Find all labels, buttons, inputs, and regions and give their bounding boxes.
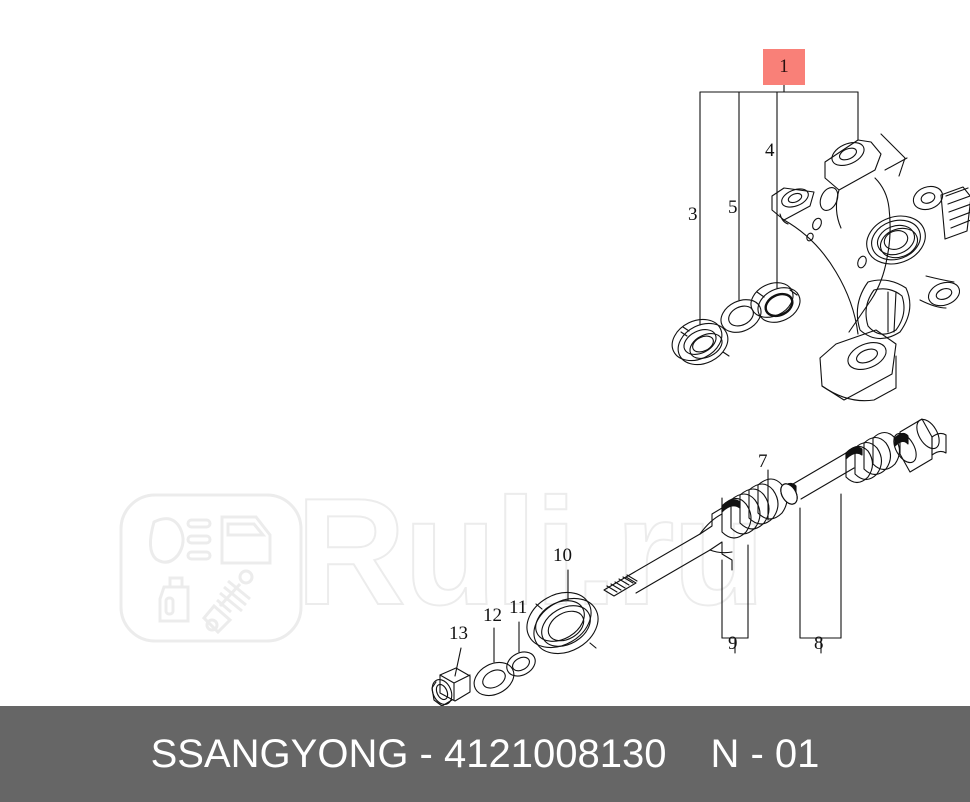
callout-bracket-9	[721, 544, 749, 654]
callout-label-1-highlighted[interactable]: 1	[763, 49, 805, 85]
part-10-oil-seal-large	[526, 591, 599, 655]
part-13-hub-nut	[431, 667, 471, 707]
callout-bracket-1	[699, 83, 859, 326]
footer-bar: SSANGYONG - 4121008130 N - 01	[0, 706, 970, 802]
footer-brand-part-number: SSANGYONG - 4121008130	[150, 731, 667, 776]
inner-cv-boot-9	[721, 478, 798, 539]
callout-leader-13	[454, 647, 462, 677]
part-4-oil-seal	[750, 282, 801, 323]
footer-sheet-code: N - 01	[710, 731, 820, 776]
callout-label-9[interactable]: 9	[728, 633, 738, 654]
part-12-washer-large	[473, 661, 515, 697]
part-7-drive-shaft	[603, 418, 947, 597]
callout-label-4[interactable]: 4	[765, 140, 775, 161]
footer-content: SSANGYONG - 4121008130 N - 01	[0, 706, 970, 802]
callout-label-7[interactable]: 7	[758, 451, 768, 472]
outer-cv-boot-8	[845, 418, 947, 484]
part-3-wheel-bearing	[671, 318, 730, 366]
callout-label-10[interactable]: 10	[553, 545, 572, 566]
callout-bracket-8	[799, 493, 842, 654]
callout-label-12[interactable]: 12	[483, 605, 502, 626]
callout-label-13[interactable]: 13	[449, 623, 468, 644]
callout-label-11[interactable]: 11	[509, 597, 528, 618]
callout-label-8[interactable]: 8	[814, 633, 824, 654]
part-1-steering-knuckle	[771, 133, 970, 402]
callout-label-5[interactable]: 5	[728, 197, 738, 218]
part-11-washer-small	[506, 651, 536, 677]
callout-label-3[interactable]: 3	[688, 204, 698, 225]
